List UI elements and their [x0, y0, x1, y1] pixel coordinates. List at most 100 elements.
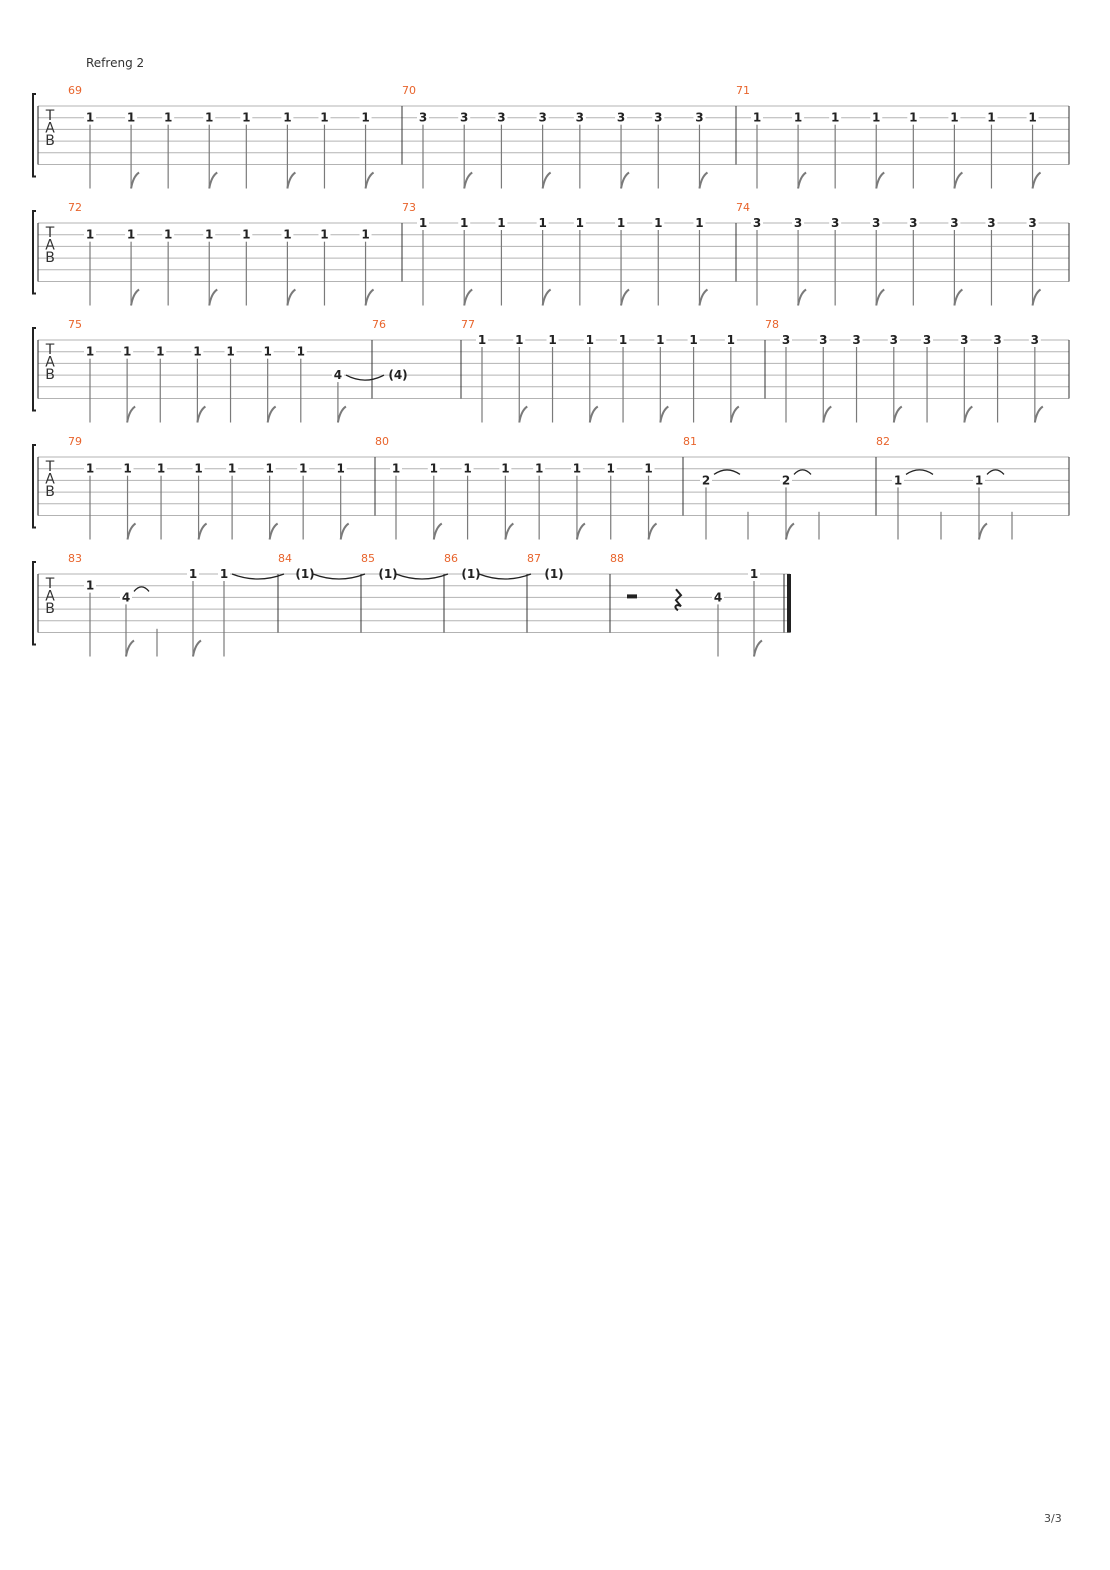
fret-number: 1 — [299, 462, 307, 476]
eighth-flag — [126, 522, 137, 540]
fret-number-mask — [724, 334, 737, 346]
fret-number: 4 — [714, 590, 722, 604]
measure-number: 77 — [461, 318, 475, 331]
fret-number-mask — [948, 217, 961, 229]
fret-number: 1 — [226, 345, 234, 359]
eighth-flag — [620, 171, 630, 189]
fret-number-mask — [120, 591, 132, 604]
eighth-flag — [892, 405, 903, 423]
eighth-flag — [1033, 405, 1044, 423]
fret-number-mask — [642, 462, 655, 475]
fret-number: 1 — [607, 462, 615, 476]
measure-number: 73 — [402, 201, 416, 214]
fret-number: 3 — [819, 333, 827, 347]
fret-number: 1 — [86, 228, 94, 242]
final-barline-thick — [787, 574, 791, 633]
measure-number: 71 — [736, 84, 750, 97]
fret-number-mask — [162, 228, 175, 241]
fret-number-mask — [1026, 217, 1039, 229]
tie-arc — [478, 573, 532, 580]
fret-number-mask — [870, 111, 883, 124]
fret-number-mask — [712, 591, 724, 604]
eighth-flag — [1031, 288, 1042, 306]
fret-number-mask — [700, 474, 712, 487]
fret-number: 3 — [1028, 216, 1036, 230]
eighth-flag — [208, 171, 218, 189]
fret-number: 2 — [702, 473, 710, 487]
fret-number: 3 — [695, 111, 703, 125]
eighth-flag — [541, 171, 552, 189]
fret-number-mask — [121, 345, 134, 358]
eighth-flag — [698, 171, 709, 189]
fret-number: 1 — [515, 333, 523, 347]
fret-number: 1 — [463, 462, 471, 476]
fret-number-mask — [654, 334, 667, 346]
fret-number-mask — [792, 111, 805, 124]
fret-number-mask — [985, 217, 998, 229]
fret-number-mask — [125, 111, 138, 124]
system-bracket — [32, 327, 36, 412]
fret-number: 1 — [695, 216, 703, 230]
fret-number: 1 — [156, 345, 164, 359]
fret-number: (1) — [461, 567, 480, 581]
fret-number-mask — [218, 568, 230, 580]
fret-number-mask — [570, 462, 583, 475]
fret-number: 1 — [497, 216, 505, 230]
eighth-flag — [797, 171, 807, 189]
measure-number: 88 — [610, 552, 624, 565]
eighth-flag — [978, 522, 988, 540]
eighth-flag — [659, 405, 669, 423]
fret-number-mask — [850, 334, 863, 346]
fret-number-mask — [687, 334, 700, 346]
fret-number-mask — [294, 345, 307, 358]
fret-number: 3 — [852, 333, 860, 347]
page-number: 3/3 — [1044, 1512, 1062, 1525]
fret-number-mask — [203, 228, 216, 241]
fret-number: 1 — [193, 345, 201, 359]
fret-number-mask — [191, 345, 204, 358]
fret-number: 1 — [654, 216, 662, 230]
fret-number: 3 — [890, 333, 898, 347]
fret-number-mask — [548, 568, 560, 580]
fret-number: 3 — [497, 111, 505, 125]
tie-arc — [312, 573, 366, 580]
fret-number-mask — [121, 462, 134, 475]
fret-number: 1 — [987, 111, 995, 125]
fret-number: 1 — [297, 345, 305, 359]
fret-number: 2 — [782, 473, 790, 487]
fret-number: 1 — [228, 462, 236, 476]
fret-number: 1 — [361, 111, 369, 125]
tie-arc — [231, 573, 285, 580]
eighth-flag — [1031, 171, 1042, 189]
fret-number: 1 — [337, 462, 345, 476]
system-bracket — [32, 444, 36, 529]
fret-number: 3 — [538, 111, 546, 125]
fret-number: (1) — [378, 567, 397, 581]
fret-number-mask — [84, 111, 96, 124]
fret-number: 1 — [872, 111, 880, 125]
tab-clef-letter: T — [45, 225, 55, 241]
fret-number-mask — [973, 474, 985, 487]
fret-number: 3 — [794, 216, 802, 230]
fret-number-mask — [792, 217, 805, 229]
fret-number: 1 — [460, 216, 468, 230]
fret-number: 3 — [993, 333, 1001, 347]
fret-number-mask — [748, 568, 760, 580]
fret-number-mask — [870, 217, 883, 229]
fret-number-mask — [751, 111, 763, 124]
fret-number: 1 — [586, 333, 594, 347]
measure-number: 74 — [736, 201, 750, 214]
fret-number-mask — [465, 568, 477, 580]
fret-number: (4) — [388, 368, 407, 382]
fret-number-mask — [958, 334, 971, 346]
fret-number-mask — [652, 111, 665, 124]
quarter-rest — [674, 588, 683, 612]
fret-number-mask — [331, 369, 344, 382]
fret-number-mask — [948, 111, 961, 124]
fret-number: 1 — [617, 216, 625, 230]
tab-clef-letter: A — [45, 355, 55, 371]
fret-number: 1 — [127, 111, 135, 125]
fret-number: 1 — [478, 333, 486, 347]
fret-number: 1 — [123, 345, 131, 359]
fret-number-mask — [84, 345, 96, 358]
